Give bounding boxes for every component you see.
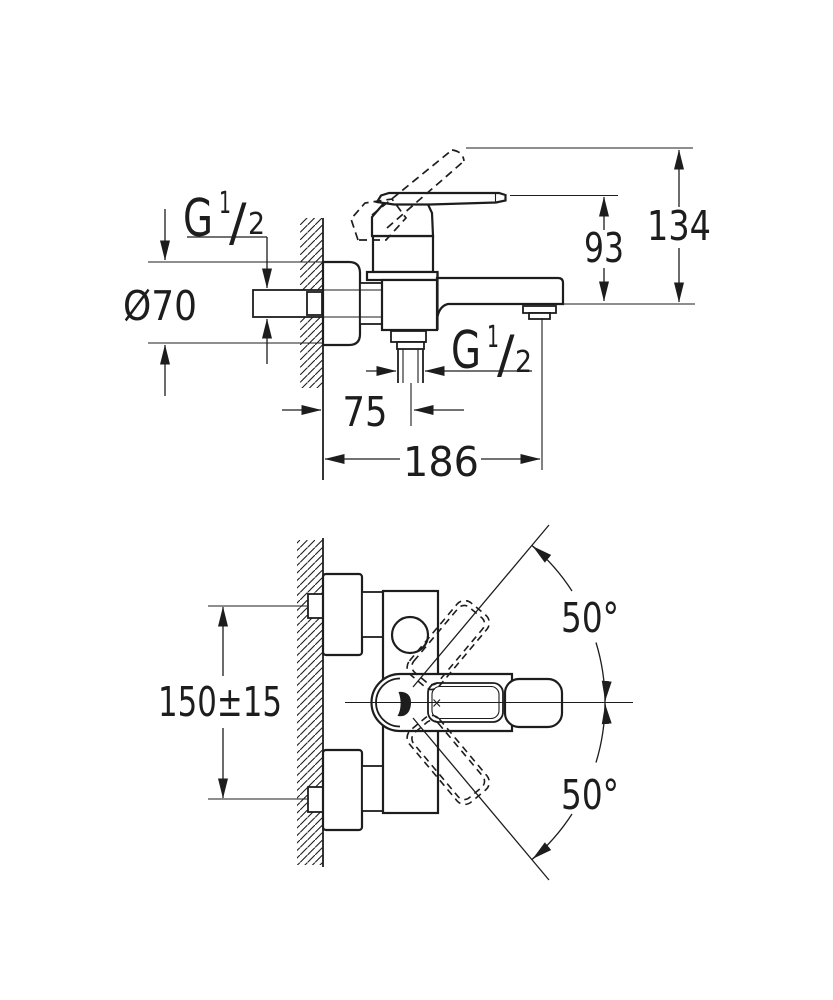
inlet-pipe (252, 289, 324, 318)
wall-hatch-front (297, 540, 323, 865)
cartridge-section (371, 234, 435, 274)
label-spout-reach: 186 (403, 438, 479, 486)
spout-outlet-shadow (397, 691, 412, 717)
label-flange-diameter: Ø70 (123, 282, 197, 330)
label-outlet-thread-den: 2 (515, 345, 532, 380)
s-union (359, 282, 383, 325)
connector-bottom (361, 765, 384, 812)
escutcheon-flange-side (321, 260, 383, 347)
label-outlet-offset: 75 (343, 388, 388, 436)
aerator (522, 305, 557, 314)
label-spout-height: 93 (584, 224, 624, 272)
dim-mount-spacing: 150±15 (158, 605, 308, 800)
dim-spout-height: 93 (510, 194, 624, 302)
dim-swing-upper: 50° (412, 524, 619, 703)
lever-handle-side (370, 191, 507, 238)
union-nut-top (307, 593, 324, 619)
label-wall-thread-slash: / (229, 193, 247, 253)
body-block (380, 278, 439, 332)
handle-front (345, 672, 633, 733)
trim-ring (365, 270, 439, 282)
wall-section-side (300, 218, 324, 480)
body-cap-circle (390, 615, 430, 655)
label-total-height: 134 (647, 202, 711, 250)
front-view: 150±15 50° 50° (158, 524, 633, 881)
dim-flange-diameter: Ø70 (123, 209, 323, 396)
dim-swing-lower: 50° (412, 702, 619, 881)
dim-wall-thread: G 1 / 2 (183, 186, 272, 364)
dim-outlet-offset: 75 (282, 388, 464, 436)
dim-total-height: 134 (466, 147, 711, 305)
lever-bar (375, 191, 507, 206)
label-outlet-thread-num: 1 (487, 320, 499, 355)
label-swing-lower: 50° (561, 771, 619, 819)
label-swing-upper: 50° (561, 594, 619, 642)
dim-outlet-thread: G 1 / 2 (366, 320, 532, 385)
label-outlet-thread-slash: / (497, 325, 515, 385)
label-wall-thread-num: 1 (219, 186, 231, 221)
dim-spout-reach: 186 (324, 318, 543, 486)
label-wall-thread-den: 2 (248, 207, 265, 242)
lever-handle-raised-dashed (350, 149, 465, 241)
faucet-body-side (365, 234, 565, 332)
mounts (307, 572, 384, 832)
label-outlet-thread-g: G (451, 321, 481, 381)
label-mount-spacing: 150±15 (158, 678, 282, 726)
union-nut-bottom (307, 786, 324, 813)
outlet-connection (390, 330, 427, 426)
escutcheon-top (321, 572, 364, 657)
connector-top (361, 591, 384, 638)
wall-section-front (297, 538, 324, 867)
escutcheon-bottom (321, 748, 364, 832)
label-wall-thread-g: G (183, 189, 213, 249)
side-view: Ø70 G 1 / 2 93 134 (123, 147, 711, 486)
